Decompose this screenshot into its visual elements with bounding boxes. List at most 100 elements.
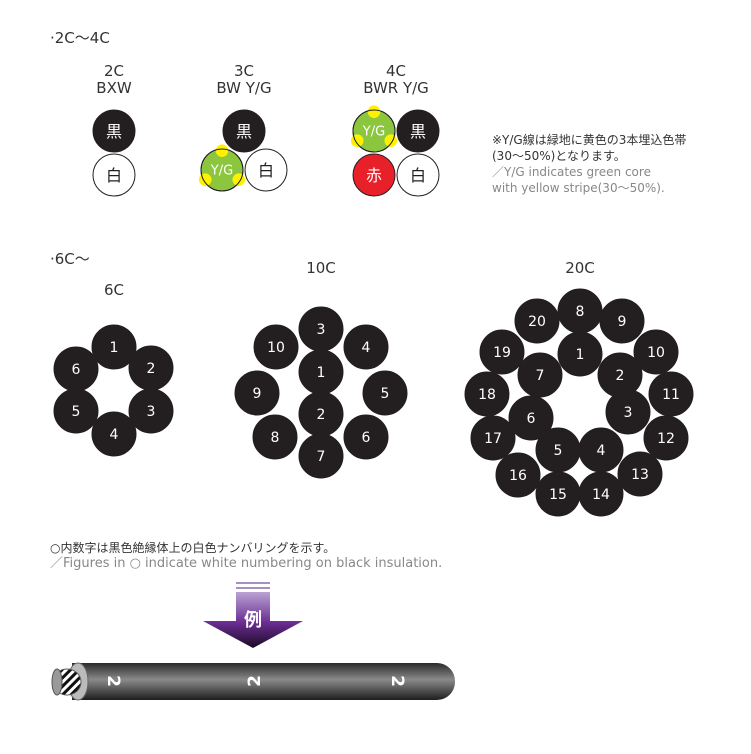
core-8: 8 — [252, 414, 298, 460]
core-label: 黒 — [236, 122, 252, 141]
core-label: 5 — [72, 404, 81, 420]
cable-code: BWR Y/G — [363, 79, 429, 97]
core-label: 4 — [362, 340, 371, 356]
core-label: 7 — [536, 368, 545, 384]
core-20: 20 — [514, 298, 560, 344]
core-label: 6 — [72, 362, 81, 378]
core-12: 12 — [643, 415, 689, 461]
core-Y/G: Y/G — [198, 144, 246, 192]
core-5: 5 — [535, 427, 581, 473]
cable-10c-label: 10C — [306, 259, 336, 277]
core-15: 15 — [535, 471, 581, 517]
core-label: 9 — [618, 314, 627, 330]
core-label: 7 — [317, 449, 326, 465]
core-label: 15 — [549, 487, 567, 503]
core-label: 3 — [317, 322, 326, 338]
core-17: 17 — [470, 415, 516, 461]
core-label: 赤 — [366, 166, 382, 185]
core-6: 6 — [508, 395, 554, 441]
core-label: 18 — [478, 387, 496, 403]
core-8: 8 — [557, 288, 603, 334]
core-label: 2 — [147, 361, 156, 377]
core-白: 白 — [396, 153, 440, 197]
core-label: 16 — [509, 468, 527, 484]
core-2: 2 — [128, 345, 174, 391]
core-label: 10 — [267, 340, 285, 356]
core-label: 5 — [381, 386, 390, 402]
section-title-2c-4c: ·2C〜4C — [50, 29, 110, 47]
core-6: 6 — [343, 414, 389, 460]
core-3: 3 — [605, 389, 651, 435]
core-label: 13 — [631, 467, 649, 483]
core-16: 16 — [495, 452, 541, 498]
core-label: 9 — [253, 386, 262, 402]
core-label: 11 — [662, 387, 680, 403]
yg-note: ※Y/G線は緑地に黄色の3本埋込色帯 (30〜50%)となります。 ／Y/G i… — [492, 132, 686, 196]
core-赤: 赤 — [352, 153, 396, 197]
core-4: 4 — [91, 411, 137, 457]
core-1: 1 — [91, 324, 137, 370]
core-4: 4 — [578, 427, 624, 473]
section-title-6c: ·6C〜 — [50, 250, 90, 268]
cable-marking: 2 — [103, 675, 123, 687]
numbering-note-jp: ○内数字は黒色絶縁体上の白色ナンバリングを示す。 — [50, 541, 336, 555]
core-9: 9 — [599, 298, 645, 344]
core-10: 10 — [633, 329, 679, 375]
numbering-note: ○内数字は黒色絶縁体上の白色ナンバリングを示す。 ／Figures in ○ i… — [50, 540, 442, 572]
core-label: 2 — [317, 407, 326, 423]
core-label: 10 — [647, 345, 665, 361]
core-label: 白 — [106, 166, 122, 185]
core-label: 4 — [110, 427, 119, 443]
core-5: 5 — [362, 370, 408, 416]
core-6: 6 — [53, 346, 99, 392]
core-label: 5 — [554, 443, 563, 459]
core-7: 7 — [298, 433, 344, 479]
core-11: 11 — [648, 371, 694, 417]
core-1: 1 — [298, 349, 344, 395]
core-label: 白 — [410, 166, 426, 185]
core-白: 白 — [244, 148, 288, 192]
core-label: 3 — [624, 405, 633, 421]
cable-20c-label: 20C — [565, 259, 595, 277]
cable-name: 2C — [103, 62, 125, 80]
cable-6c-label: 6C — [103, 281, 125, 299]
cable-marking: 2 — [387, 675, 407, 687]
cable-marking: 2 — [245, 675, 265, 687]
yg-note-en-1: ／Y/G indicates green core — [492, 165, 651, 179]
cable-code: BW Y/G — [216, 79, 272, 97]
core-18: 18 — [464, 371, 510, 417]
example-cable — [51, 662, 455, 701]
core-9: 9 — [234, 370, 280, 416]
core-14: 14 — [578, 471, 624, 517]
core-label: 2 — [616, 368, 625, 384]
core-label: 3 — [147, 404, 156, 420]
cable-code: BXW — [96, 79, 132, 97]
core-label: 8 — [271, 430, 280, 446]
core-label: 12 — [657, 431, 675, 447]
core-label: 6 — [362, 430, 371, 446]
core-黒: 黒 — [222, 109, 266, 153]
core-3: 3 — [298, 306, 344, 352]
yg-note-en-2: with yellow stripe(30〜50%). — [492, 181, 665, 195]
core-label: 白 — [258, 161, 274, 180]
core-黒: 黒 — [92, 109, 136, 153]
core-label: 4 — [597, 443, 606, 459]
core-label: 1 — [576, 347, 585, 363]
core-label: 1 — [317, 365, 326, 381]
example-label: 例 — [244, 610, 262, 631]
core-1: 1 — [557, 331, 603, 377]
cable-name: 4C — [385, 62, 407, 80]
core-2: 2 — [298, 391, 344, 437]
core-10: 10 — [253, 324, 299, 370]
core-label: 17 — [484, 431, 502, 447]
core-label: 1 — [110, 340, 119, 356]
core-5: 5 — [53, 388, 99, 434]
numbering-note-en: ／Figures in ○ indicate white numbering o… — [50, 556, 443, 571]
core-label: 黒 — [106, 122, 122, 141]
core-7: 7 — [517, 352, 563, 398]
core-3: 3 — [128, 388, 174, 434]
